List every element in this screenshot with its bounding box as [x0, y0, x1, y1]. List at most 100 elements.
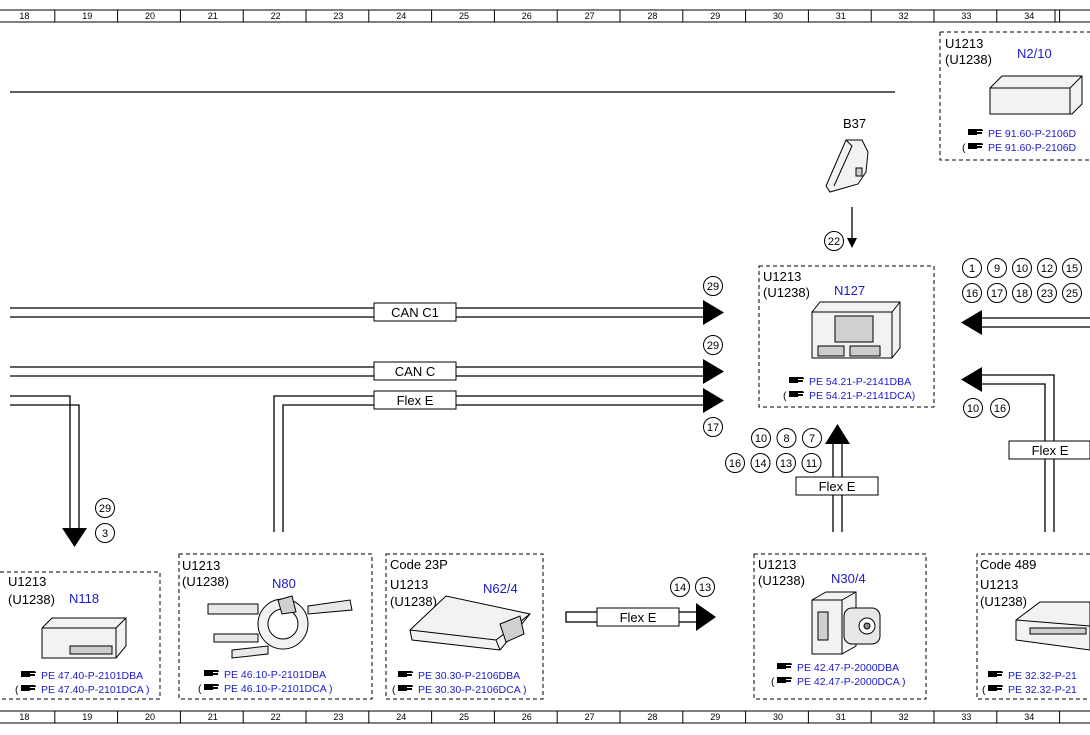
b37-name: B37 — [843, 116, 866, 131]
n2-10-ref-1[interactable]: PE 91.60-P-2106D — [988, 128, 1077, 140]
marker-right-row1-label: 12 — [1041, 263, 1053, 275]
module-n80[interactable]: U1213 (U1238) N80 PE 46.10-P-2101DBA ( P… — [178, 553, 373, 700]
bus-can-c1[interactable]: CAN C1 29 — [10, 276, 724, 326]
code-489-variant-alt: (U1238) — [980, 594, 1027, 609]
marker-right-row2-circle — [962, 283, 982, 303]
n127-ref-icon-2 — [789, 391, 804, 397]
ruler-bottom-label: 30 — [773, 712, 783, 722]
n62-4-module-icon — [409, 595, 531, 651]
marker-n118-1: 29 — [99, 503, 111, 515]
marker-right-row2-label: 25 — [1066, 288, 1078, 300]
n118-ref-1[interactable]: PE 47.40-P-2101DBA — [41, 670, 143, 682]
code-489-ref-icon — [988, 671, 1003, 677]
n2-10-ref-icon-2 — [968, 143, 983, 149]
marker-n127-row2-circle — [776, 453, 796, 473]
n62-4-variant: U1213 — [390, 577, 428, 592]
ruler-top-label: 19 — [82, 11, 92, 21]
n30-4-ref-icon — [777, 663, 792, 669]
marker-n127-row1-circle — [776, 428, 797, 448]
marker-n127-row2-label: 14 — [754, 458, 766, 470]
ruler-top-label: 24 — [396, 11, 406, 21]
bus-right-flex-e[interactable]: Flex E 10 16 — [961, 367, 1090, 532]
code-489-ref-1[interactable]: PE 32.32-P-21 — [1008, 670, 1077, 682]
n62-4-ref-icon-2 — [398, 685, 413, 691]
n2-10-variant: U1213 — [945, 36, 983, 51]
svg-text:(: ( — [783, 390, 787, 402]
marker-right-row2-label: 18 — [1016, 288, 1028, 300]
abs-unit-icon — [811, 591, 881, 655]
module-n30-4[interactable]: U1213 (U1238) N30/4 PE 42.47-P-2000DBA (… — [753, 553, 927, 700]
n118-ref-2[interactable]: PE 47.40-P-2101DCA ) — [41, 684, 150, 696]
component-b37[interactable]: B37 22 — [824, 116, 869, 251]
marker-n127-row2-circle — [750, 453, 771, 473]
n30-4-ref-1[interactable]: PE 42.47-P-2000DBA — [797, 662, 899, 674]
n127-ref-2[interactable]: PE 54.21-P-2141DCA) — [809, 390, 915, 402]
bus-can-c[interactable]: CAN C 29 — [10, 335, 724, 385]
ruler-top-label: 29 — [710, 11, 720, 21]
n62-4-name: N62/4 — [483, 581, 518, 596]
marker-right-row2-label: 17 — [991, 288, 1003, 300]
n80-variant-alt: (U1238) — [182, 574, 229, 589]
bus-to-n118[interactable]: 29 3 — [10, 395, 115, 547]
marker-n118-2: 3 — [102, 528, 108, 540]
ruler-top-label: 32 — [899, 11, 909, 21]
ruler-top-label: 22 — [271, 11, 281, 21]
n2-10-ref-2[interactable]: PE 91.60-P-2106D — [988, 142, 1077, 154]
n2-10-name: N2/10 — [1017, 46, 1052, 61]
marker-right-row1-circle — [987, 258, 1007, 278]
n118-ref-icon — [21, 671, 36, 677]
module-code-489[interactable]: Code 489 U1213 (U1238) PE 32.32-P-21 ( P… — [976, 553, 1090, 700]
code-489-code: Code 489 — [980, 557, 1036, 572]
ruler-bottom-label: 29 — [710, 712, 720, 722]
n80-ref-1[interactable]: PE 46.10-P-2101DBA — [224, 669, 326, 681]
ruler-bottom-label: 33 — [961, 712, 971, 722]
module-n2-10[interactable]: U1213 (U1238) N2/10 PE 91.60-P-2106D ( P… — [939, 31, 1090, 161]
n62-4-ref-2[interactable]: PE 30.30-P-2106DCA ) — [418, 684, 527, 696]
n80-ref-icon — [204, 670, 219, 676]
bus-flex-e-main[interactable]: Flex E 17 — [273, 388, 724, 532]
ruler-bottom-label: 27 — [585, 712, 595, 722]
code-489-ref-2[interactable]: PE 32.32-P-21 — [1008, 684, 1077, 696]
ruler-bottom-label: 25 — [459, 712, 469, 722]
n62-4-ref-1[interactable]: PE 30.30-P-2106DBA — [418, 670, 520, 682]
n127-ref-1[interactable]: PE 54.21-P-2141DBA — [809, 376, 911, 388]
bus-flex-e-mid[interactable]: Flex E 14 13 — [565, 577, 716, 632]
pedal-sensor-icon — [825, 139, 869, 193]
module-n118[interactable]: U1213 (U1238) N118 PE 47.40-P-2101DBA ( … — [0, 571, 161, 700]
ruler-top-label: 21 — [208, 11, 218, 21]
ruler-bottom-label: 32 — [899, 712, 909, 722]
marker-right-row1-label: 15 — [1066, 263, 1078, 275]
code-489-ref-icon-2 — [988, 685, 1003, 691]
marker-n127-row2-circle — [725, 453, 745, 473]
marker-right-row2-circle — [987, 283, 1007, 303]
module-n62-4[interactable]: Code 23P U1213 (U1238) N62/4 PE 30.30-P-… — [385, 553, 544, 700]
marker-right-row1-circle — [1037, 258, 1057, 278]
n118-variant-alt: (U1238) — [8, 592, 55, 607]
ruler-bottom-label: 22 — [271, 712, 281, 722]
marker-right-row2-circle — [1012, 283, 1032, 303]
marker-right-row2-label: 16 — [966, 288, 978, 300]
n127-ref-icon — [789, 377, 804, 383]
marker-n127-row1-circle — [751, 428, 771, 448]
n80-name: N80 — [272, 576, 296, 591]
ruler-top-label: 18 — [19, 11, 29, 21]
marker-n127-row2-label: 13 — [780, 458, 792, 470]
svg-text:(: ( — [982, 684, 986, 696]
flex-e-right-label: Flex E — [1032, 443, 1069, 458]
n118-name: N118 — [69, 591, 99, 606]
marker-n127-row2-label: 11 — [806, 458, 817, 470]
marker-mid-2: 13 — [699, 582, 711, 594]
ruler-top-label: 33 — [961, 11, 971, 21]
n30-4-name: N30/4 — [831, 571, 866, 586]
marker-right-row2-circle — [1062, 283, 1082, 303]
marker-right-row1-circle — [1062, 258, 1082, 278]
n30-4-ref-2[interactable]: PE 42.47-P-2000DCA ) — [797, 676, 906, 688]
module-n127[interactable]: U1213 (U1238) N127 PE 54.21-P-2141DBA ( … — [758, 265, 935, 408]
flex-e-label: Flex E — [397, 393, 434, 408]
n80-ref-2[interactable]: PE 46.10-P-2101DCA ) — [224, 683, 333, 695]
marker-can-c1: 29 — [707, 281, 719, 293]
n127-module-icon — [811, 301, 901, 359]
